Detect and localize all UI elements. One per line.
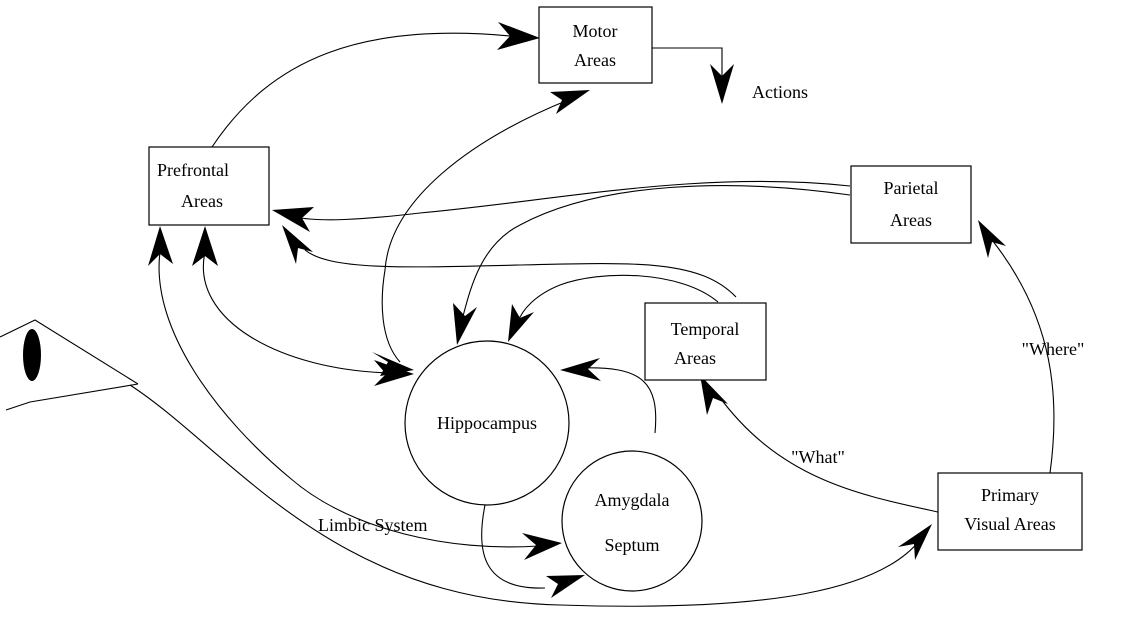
motor-areas-label-line1: Motor	[573, 21, 618, 41]
primary-visual-areas-label-line2: Visual Areas	[964, 514, 1055, 534]
arrowhead	[700, 375, 728, 415]
edge-temporal-to-prefrontal	[304, 249, 737, 298]
parietal-areas-node: Parietal Areas	[850, 165, 972, 244]
amygdala-septum-node: Amygdala Septum	[561, 450, 703, 592]
amygdala-label: Amygdala	[595, 490, 670, 510]
arrowhead	[272, 207, 314, 232]
limbic-system-label: Limbic System	[318, 515, 428, 535]
motor-areas-label-line2: Areas	[574, 50, 616, 70]
edge-amygdala-to-hippocampus	[579, 367, 657, 434]
edge-hippocampus-to-amygdala	[481, 504, 546, 589]
temporal-areas-label-line2: Areas	[674, 348, 716, 368]
arrowhead	[546, 575, 585, 598]
septum-label: Septum	[604, 535, 659, 555]
edge-hippocampus-motor	[381, 99, 569, 363]
edge-temporal-to-hippocampus	[517, 274, 719, 323]
arrowhead	[148, 226, 173, 266]
where-label: "Where"	[1022, 339, 1085, 359]
edge-primary-to-parietal	[991, 239, 1055, 474]
edge-parietal-to-hippocampus	[461, 185, 851, 321]
edge-primary-to-temporal	[717, 394, 939, 513]
parietal-areas-label-line1: Parietal	[884, 178, 939, 198]
edge-prefrontal-hippocampus	[202, 251, 391, 374]
arrowhead	[374, 360, 414, 386]
edge-prefrontal-to-amygdala	[158, 251, 539, 548]
arrowhead	[710, 64, 734, 104]
primary-visual-areas-label-line1: Primary	[981, 485, 1039, 505]
edge-prefrontal-to-motor	[211, 32, 521, 148]
arrowhead	[282, 225, 313, 264]
actions-label: Actions	[752, 82, 808, 102]
edge-motor-to-actions	[652, 47, 723, 80]
primary-visual-areas-node: Primary Visual Areas	[937, 472, 1083, 551]
arrowhead	[372, 352, 414, 376]
arrowhead	[898, 524, 932, 560]
parietal-areas-label-line2: Areas	[890, 210, 932, 230]
prefrontal-areas-node: Prefrontal Areas	[148, 146, 270, 226]
arrowhead	[522, 533, 562, 560]
temporal-areas-label-line1: Temporal	[671, 319, 740, 339]
edge-parietal-to-prefrontal	[294, 180, 851, 221]
arrowhead	[497, 22, 540, 50]
arrowhead	[453, 303, 477, 345]
eye-icon	[0, 319, 139, 411]
prefrontal-areas-label-line2: Areas	[181, 191, 223, 211]
hippocampus-node: Hippocampus	[404, 340, 570, 506]
temporal-areas-node: Temporal Areas	[644, 302, 767, 381]
arrowhead	[978, 220, 1006, 258]
arrowhead	[560, 358, 601, 381]
arrowhead	[550, 90, 590, 114]
prefrontal-areas-label-line1: Prefrontal	[157, 160, 229, 180]
arrowhead	[508, 304, 534, 342]
hippocampus-label: Hippocampus	[437, 413, 537, 433]
arrowhead	[192, 226, 218, 266]
motor-areas-node: Motor Areas	[538, 6, 653, 84]
what-label: "What"	[791, 447, 845, 467]
edge-eye-to-primary	[129, 384, 921, 607]
